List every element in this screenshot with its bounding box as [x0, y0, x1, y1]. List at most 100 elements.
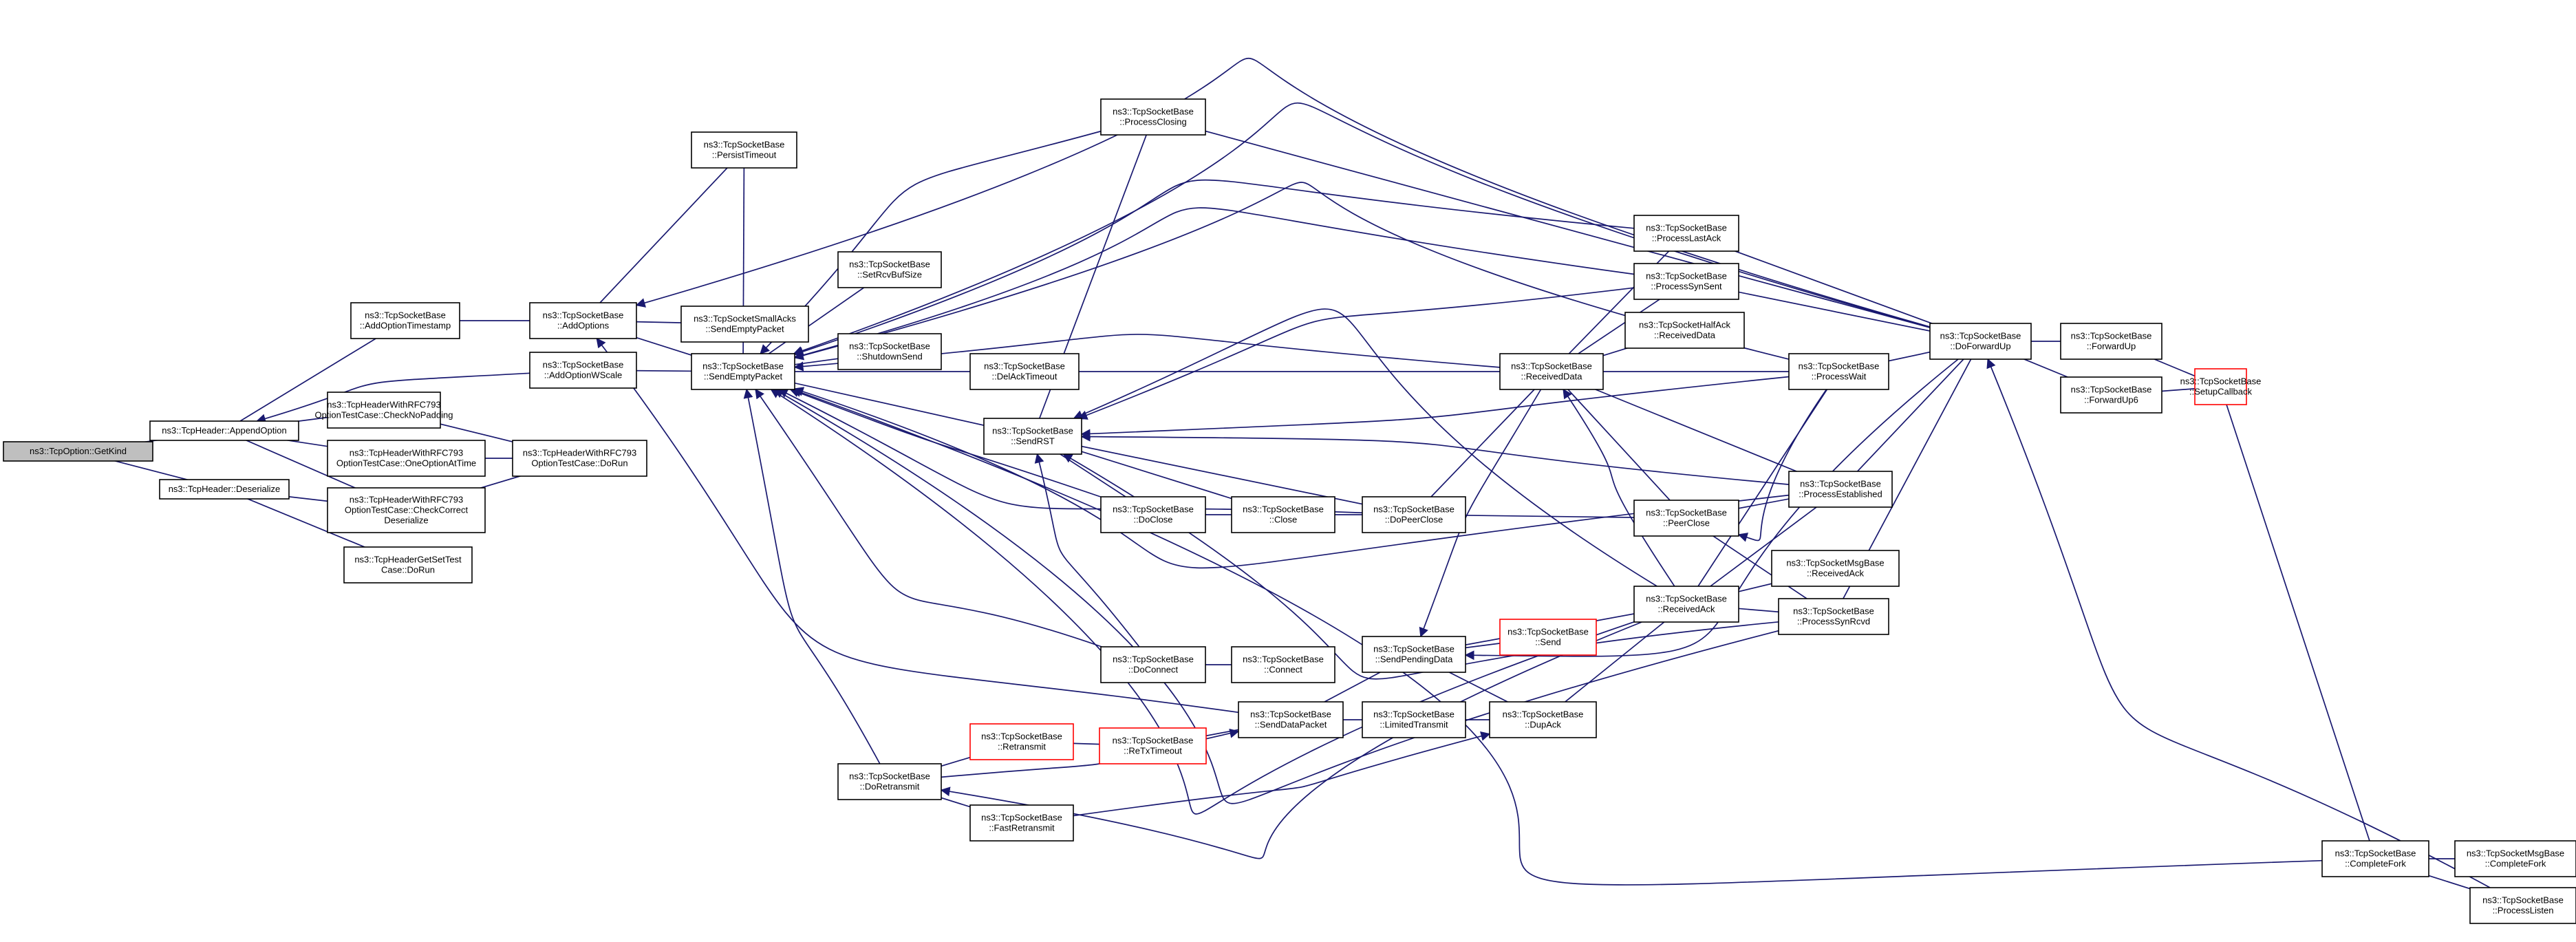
node-label-line: ns3::TcpSocketHalfAck [1639, 320, 1730, 330]
graph-node-close[interactable]: ns3::TcpSocketBase::Close [1231, 496, 1335, 533]
graph-node-fastretransmit[interactable]: ns3::TcpSocketBase::FastRetransmit [969, 804, 1074, 842]
graph-node-processsynrcvd[interactable]: ns3::TcpSocketBase::ProcessSynRcvd [1778, 598, 1889, 635]
node-label-line: ns3::TcpSocketBase [992, 426, 1073, 436]
graph-node-processlisten[interactable]: ns3::TcpSocketBase::ProcessListen [2469, 887, 2576, 924]
graph-node-senddatapacket[interactable]: ns3::TcpSocketBase::SendDataPacket [1238, 701, 1344, 738]
node-label-line: ::Close [1269, 515, 1297, 525]
call-edge-processsynsent-to-sendrst [1077, 287, 1635, 420]
call-edge-doconnect-to-sendemptypacket [755, 388, 1102, 647]
graph-node-processwait[interactable]: ns3::TcpSocketBase::ProcessWait [1788, 353, 1889, 390]
graph-node-doretransmit[interactable]: ns3::TcpSocketBase::DoRetransmit [837, 763, 942, 800]
graph-node-doforwardup[interactable]: ns3::TcpSocketBase::DoForwardUp [1929, 323, 2032, 360]
call-edge-processwait-to-receivedack [1686, 371, 1840, 606]
node-label-line: ::AddOptionTimestamp [360, 321, 451, 331]
graph-node-checknopadding[interactable]: ns3::TcpHeaderWithRFC793OptionTestCase::… [315, 392, 453, 429]
graph-node-halfackrecv[interactable]: ns3::TcpSocketHalfAck::ReceivedData [1624, 312, 1745, 349]
graph-node-connect[interactable]: ns3::TcpSocketBase::Connect [1231, 646, 1335, 683]
graph-node-doclose[interactable]: ns3::TcpSocketBase::DoClose [1100, 496, 1206, 533]
node-box [969, 804, 1074, 842]
node-box [1499, 353, 1604, 390]
graph-node-forwardup6[interactable]: ns3::TcpSocketBase::ForwardUp6 [2060, 376, 2162, 414]
node-label-line: ::DoConnect [1128, 665, 1179, 675]
node-label-line: ns3::TcpSocketBase [2180, 376, 2262, 387]
node-box [1100, 646, 1206, 683]
node-label-line: ns3::TcpSocketBase [1799, 361, 1880, 372]
graph-node-msgrecvack[interactable]: ns3::TcpSocketMsgBase::ReceivedAck [1771, 550, 1900, 587]
node-box [1624, 312, 1745, 349]
node-label-line: ::DoPeerClose [1385, 515, 1443, 525]
call-edge-completefork-to-sendemptypacket [791, 387, 2323, 886]
graph-node-processestablished[interactable]: ns3::TcpSocketBase::ProcessEstablished [1788, 471, 1893, 508]
graph-node-msgcompletefork[interactable]: ns3::TcpSocketMsgBase::CompleteFork [2454, 840, 2576, 877]
graph-node-retransmit[interactable]: ns3::TcpSocketBase::Retransmit [969, 723, 1074, 760]
node-label-line: ns3::TcpSocketBase [1646, 271, 1727, 281]
graph-node-retxtimeout[interactable]: ns3::TcpSocketBase::ReTxTimeout [1099, 727, 1207, 764]
graph-node-getkind[interactable]: ns3::TcpOption::GetKind [3, 441, 153, 462]
call-edge-processclosing-to-sendemptypacket [760, 130, 1102, 355]
graph-node-peerclose[interactable]: ns3::TcpSocketBase::PeerClose [1633, 500, 1739, 537]
graph-node-limitedtransmit[interactable]: ns3::TcpSocketBase::LimitedTransmit [1362, 701, 1466, 738]
graph-node-persisttimeout[interactable]: ns3::TcpSocketBase::PersistTimeout [691, 131, 797, 169]
graph-node-rfc793dorun[interactable]: ns3::TcpHeaderWithRFC793OptionTestCase::… [512, 440, 647, 477]
graph-node-delacktimeout[interactable]: ns3::TcpSocketBase::DelAckTimeout [969, 353, 1080, 390]
node-label-line: ::PersistTimeout [712, 150, 777, 160]
call-edge-processlastack-to-receiveddata [1551, 233, 1687, 373]
node-label-line: ns3::TcpSocketBase [2071, 385, 2152, 395]
node-label-line: ::ReceivedData [1521, 372, 1583, 382]
graph-node-addoptionts[interactable]: ns3::TcpSocketBase::AddOptionTimestamp [350, 302, 460, 339]
node-label-line: ns3::TcpSocketBase [543, 360, 624, 370]
node-label-line: ::ProcessClosing [1119, 117, 1187, 127]
node-label-line: ns3::TcpSocketBase [2071, 331, 2152, 341]
graph-node-completefork[interactable]: ns3::TcpSocketBase::CompleteFork [2321, 840, 2429, 877]
graph-node-forwardup[interactable]: ns3::TcpSocketBase::ForwardUp [2060, 323, 2162, 360]
call-edge-doforwardup-to-processestablished [1840, 341, 1982, 491]
graph-node-doconnect[interactable]: ns3::TcpSocketBase::DoConnect [1100, 646, 1206, 683]
node-label-line: ns3::TcpSocketBase [1503, 709, 1584, 720]
graph-node-appendoption[interactable]: ns3::TcpHeader::AppendOption [149, 420, 299, 441]
node-box [1771, 550, 1900, 587]
graph-node-deserialize[interactable]: ns3::TcpHeader::Deserialize [159, 479, 290, 500]
graph-node-sendpendingdata[interactable]: ns3::TcpSocketBase::SendPendingData [1362, 636, 1466, 673]
graph-node-processclosing[interactable]: ns3::TcpSocketBase::ProcessClosing [1100, 98, 1206, 136]
graph-node-checkcorrectdeser[interactable]: ns3::TcpHeaderWithRFC793OptionTestCase::… [327, 487, 486, 533]
graph-node-addoptionwscale[interactable]: ns3::TcpSocketBase::AddOptionWScale [529, 352, 637, 389]
graph-node-processlastack[interactable]: ns3::TcpSocketBase::ProcessLastAck [1633, 215, 1739, 252]
graph-node-setrcvbufsize[interactable]: ns3::TcpSocketBase::SetRcvBufSize [837, 251, 942, 288]
node-label-line: ::DupAck [1525, 720, 1561, 730]
graph-node-addoptions[interactable]: ns3::TcpSocketBase::AddOptions [529, 302, 637, 339]
node-box [1633, 586, 1739, 623]
graph-node-oneoptionattime[interactable]: ns3::TcpHeaderWithRFC793OptionTestCase::… [327, 440, 486, 477]
call-edge-dopeerclose-to-sendrst [1031, 433, 1415, 515]
call-edge-processsynrcvd-to-sendemptypacket [773, 389, 1779, 804]
node-box [343, 546, 473, 584]
graph-node-sendemptypacket[interactable]: ns3::TcpSocketBase::SendEmptyPacket [691, 353, 795, 390]
node-box [1929, 323, 2032, 360]
node-label-line: ns3::TcpSocketBase [1113, 654, 1194, 665]
graph-node-receivedack[interactable]: ns3::TcpSocketBase::ReceivedAck [1633, 586, 1739, 623]
node-box [1362, 636, 1466, 673]
node-label-line: ::ProcessSynSent [1651, 281, 1722, 292]
graph-node-shutdownsend[interactable]: ns3::TcpSocketBase::ShutdownSend [837, 333, 942, 370]
node-box [1489, 701, 1597, 738]
graph-node-dopeerclose[interactable]: ns3::TcpSocketBase::DoPeerClose [1362, 496, 1466, 533]
graph-node-receiveddata[interactable]: ns3::TcpSocketBase::ReceivedData [1499, 353, 1604, 390]
node-box [1633, 263, 1739, 300]
call-edge-processestablished-to-sendemptypacket [793, 387, 1790, 569]
node-label-line: ns3::TcpSocketBase [365, 310, 446, 321]
node-label-line: ns3::TcpSocketBase [543, 310, 624, 321]
call-edge-receiveddata-to-sendpendingdata [1419, 389, 1542, 638]
node-label-line: ::ProcessSynRcvd [1797, 617, 1870, 627]
node-label-line: ::FastRetransmit [989, 823, 1055, 833]
graph-node-sendrst[interactable]: ns3::TcpSocketBase::SendRST [983, 418, 1082, 455]
graph-node-processsynsent[interactable]: ns3::TcpSocketBase::ProcessSynSent [1633, 263, 1739, 300]
graph-node-smallacks[interactable]: ns3::TcpSocketSmallAcks::SendEmptyPacket [680, 306, 809, 343]
call-edge-doretransmit-to-sendemptypacket [743, 388, 881, 764]
call-edge-addoptionwscale-to-appendoption [256, 372, 530, 424]
node-box [1362, 496, 1466, 533]
node-label-line: ::ReceivedAck [1657, 604, 1715, 614]
graph-node-setupcallback[interactable]: ns3::TcpSocketBase::SetupCallback [2180, 368, 2262, 405]
graph-node-send[interactable]: ns3::TcpSocketBase::Send [1499, 619, 1597, 656]
node-box [327, 392, 441, 429]
graph-node-dupack[interactable]: ns3::TcpSocketBase::DupAck [1489, 701, 1597, 738]
